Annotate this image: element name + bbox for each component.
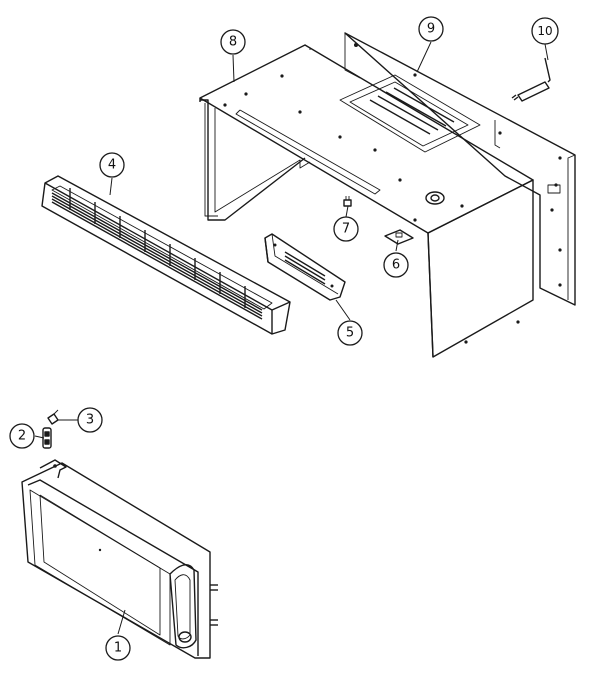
part-1-door-panel [21,459,218,659]
part-10-connector [511,57,551,102]
callout-1: 1 [105,635,131,661]
part-7-screw [343,196,352,207]
svg-text:10: 10 [537,24,552,38]
callout-8: 8 [220,29,246,55]
callout-9: 9 [418,16,444,42]
callout-7: 7 [333,216,359,242]
part-6-bracket [384,229,414,245]
part-3-pin [47,409,59,425]
callout-2: 2 [9,423,35,449]
svg-text:6: 6 [392,258,400,273]
svg-text:8: 8 [229,35,237,50]
svg-text:5: 5 [346,326,354,341]
svg-text:3: 3 [86,413,94,428]
leader-lines [34,41,549,635]
svg-text:9: 9 [427,22,435,37]
svg-text:1: 1 [114,641,122,656]
part-9-rear-panel [344,32,576,306]
callout-4: 4 [99,152,125,178]
part-8-cabinet [199,44,534,358]
callout-5: 5 [337,320,363,346]
callout-6: 6 [383,252,409,278]
part-4-grille [41,175,291,335]
callout-3: 3 [77,407,103,433]
part-2-hinge [42,427,52,449]
svg-text:2: 2 [18,429,26,444]
callout-10: 10 [531,17,559,45]
part-5-vent-plate [264,233,346,301]
svg-text:7: 7 [342,222,350,237]
svg-text:4: 4 [108,158,116,173]
